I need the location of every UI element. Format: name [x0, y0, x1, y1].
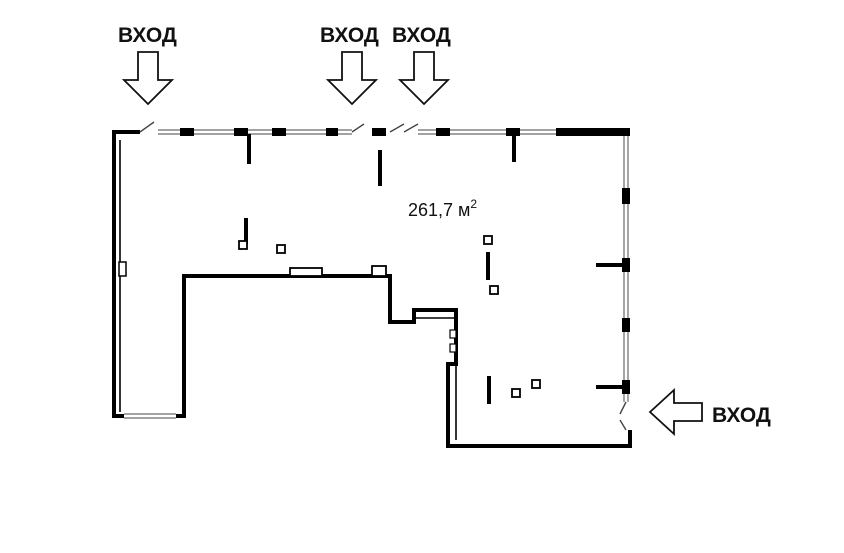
area-value: 261,7 м [408, 200, 470, 220]
wall-inner [182, 274, 632, 448]
entrance-arrow-1 [121, 51, 175, 106]
entrance-arrow-2 [325, 51, 379, 106]
counter [289, 267, 323, 277]
entrance-arrow-3 [397, 51, 451, 106]
door-2 [351, 123, 365, 133]
door-1 [139, 121, 155, 133]
area-label: 261,7 м2 [408, 197, 477, 220]
door-4 [619, 401, 627, 415]
entrance-label-2: ВХОД [320, 24, 379, 47]
entrance-label-1: ВХОД [118, 24, 177, 47]
column [180, 128, 194, 136]
door-3 [389, 123, 405, 133]
entrance-label-3: ВХОД [392, 24, 451, 47]
entrance-arrow-4 [648, 387, 703, 437]
entrance-label-4: ВХОД [712, 404, 771, 427]
area-unit-superscript: 2 [470, 197, 477, 211]
